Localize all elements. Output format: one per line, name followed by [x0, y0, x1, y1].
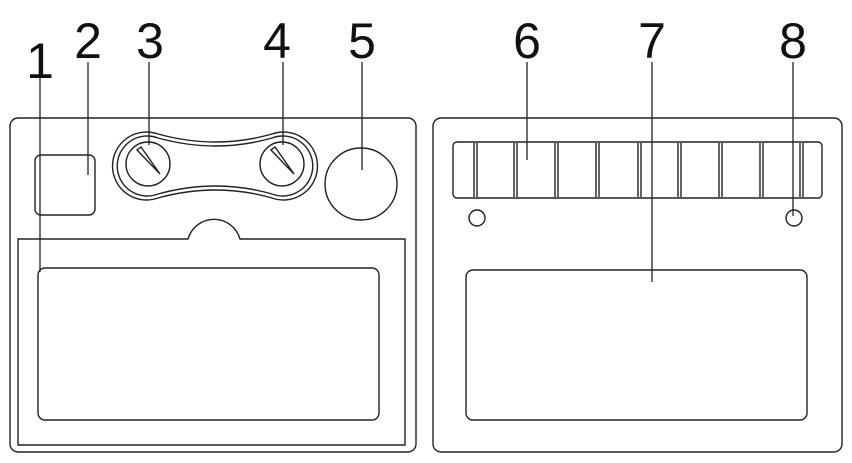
knob-pointer-icon: [269, 146, 295, 175]
viewing-window-front: [37, 267, 380, 421]
shade-knob[interactable]: [125, 141, 171, 187]
front-panel-outline: [9, 117, 417, 453]
sensitivity-knob[interactable]: [259, 141, 305, 187]
knob-pointer-icon: [135, 146, 161, 175]
test-button[interactable]: [324, 147, 398, 221]
filter-frame: [17, 218, 406, 446]
callout-1: 1: [26, 33, 54, 89]
mount-hole-right: [785, 209, 803, 227]
solar-cell-strip: [452, 141, 823, 199]
sensor-square: [34, 154, 96, 216]
callout-5: 5: [348, 13, 376, 69]
callout-3: 3: [136, 13, 164, 69]
callout-7: 7: [638, 13, 666, 69]
front-view: [9, 117, 417, 453]
solar-cell-dividers: [473, 143, 804, 197]
callout-4: 4: [263, 13, 291, 69]
callout-6: 6: [513, 13, 541, 69]
callout-2: 2: [74, 13, 102, 69]
callout-8: 8: [779, 13, 807, 69]
mount-hole-left: [468, 209, 486, 227]
back-view: [432, 117, 843, 453]
back-panel-outline: [432, 117, 843, 453]
knob-capsule: [111, 131, 319, 201]
viewing-window-back: [465, 269, 808, 421]
